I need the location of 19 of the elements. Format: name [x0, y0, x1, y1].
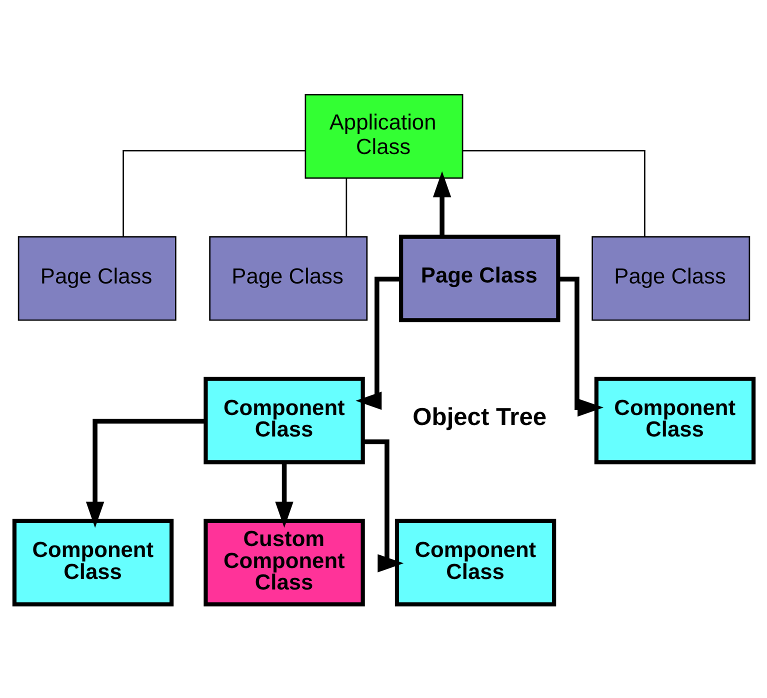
- node-box: Page Class: [17, 236, 176, 320]
- node-box: Page Class: [208, 236, 368, 320]
- arrow: [85, 418, 206, 528]
- node-box: Component Class: [594, 376, 756, 464]
- node-box: Application Class: [304, 94, 463, 178]
- arrow: [558, 276, 604, 416]
- node-box: Custom Component Class: [203, 518, 364, 606]
- node-box: Page Class: [398, 234, 560, 322]
- connector: [345, 178, 347, 236]
- arrow: [432, 170, 451, 236]
- arrow: [274, 462, 293, 528]
- node-box: Page Class: [591, 236, 750, 320]
- node-box: Component Class: [12, 518, 174, 606]
- arrow: [362, 438, 404, 572]
- connector: [122, 150, 305, 236]
- label: Object Tree: [412, 404, 546, 431]
- node-box: Component Class: [203, 376, 364, 464]
- node-box: Component Class: [394, 518, 556, 606]
- connector: [462, 150, 645, 236]
